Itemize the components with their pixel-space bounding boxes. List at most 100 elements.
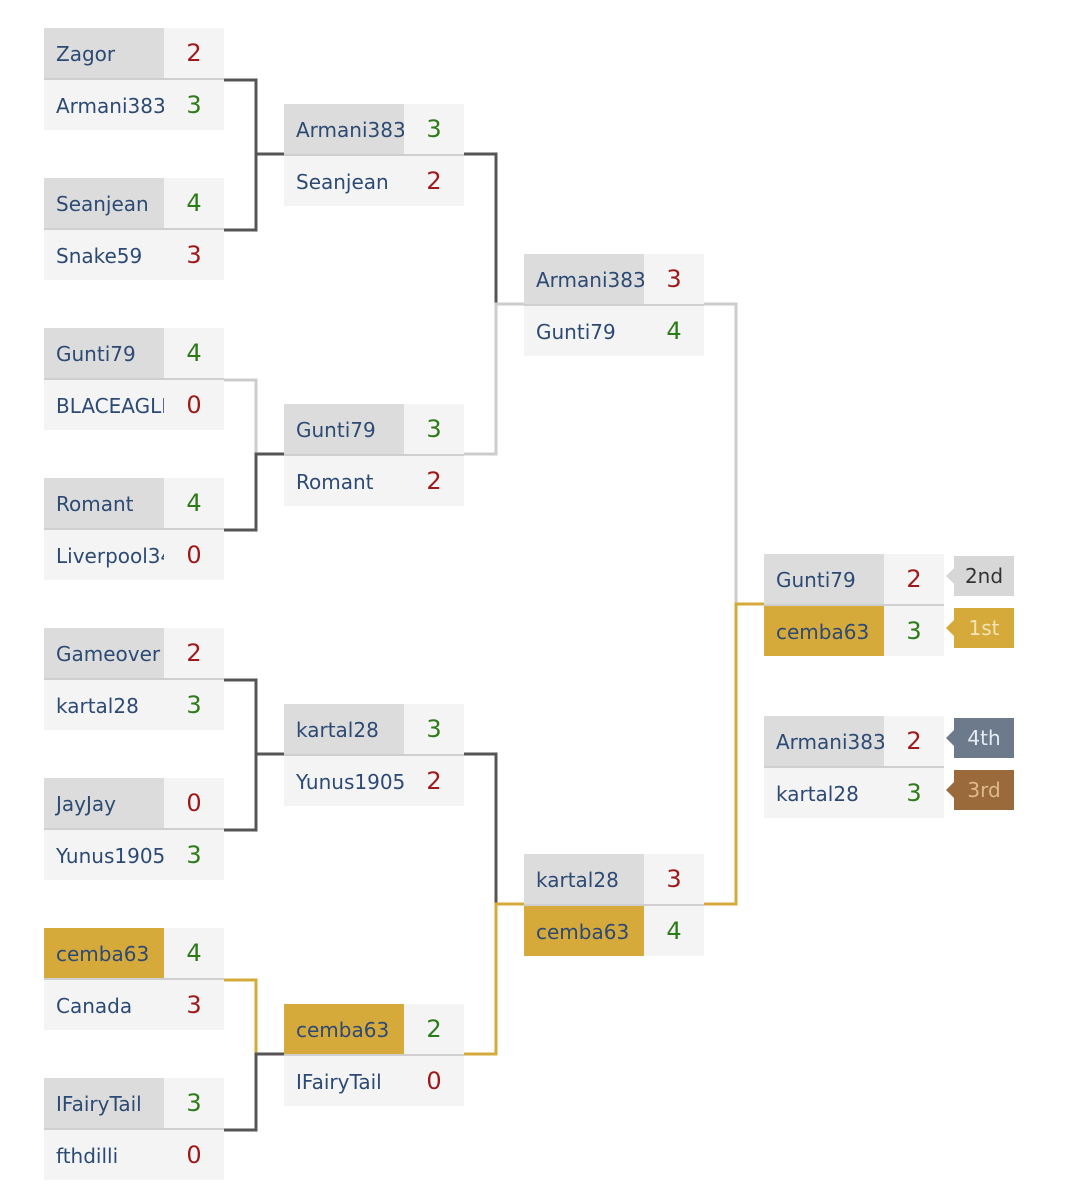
- team-score: 0: [164, 380, 224, 430]
- team-name[interactable]: Gunti79: [764, 554, 884, 604]
- team-name[interactable]: Zagor: [44, 28, 164, 78]
- team-score: 3: [164, 230, 224, 280]
- team-name[interactable]: Snake59: [44, 230, 164, 280]
- team-score: 3: [644, 254, 704, 304]
- team-name[interactable]: IFairyTail: [44, 1078, 164, 1128]
- team-name[interactable]: Canada: [44, 980, 164, 1030]
- team-name[interactable]: Seanjean: [284, 156, 404, 206]
- team-score: 3: [884, 768, 944, 818]
- connector-r2-1: [464, 152, 524, 306]
- team-name[interactable]: Yunus1905: [44, 830, 164, 880]
- team-score: 2: [404, 756, 464, 806]
- team-score: 0: [164, 1130, 224, 1180]
- team-name[interactable]: Gunti79: [524, 306, 644, 356]
- team-name[interactable]: cemba63: [764, 606, 884, 656]
- connector-r1-7: [224, 978, 284, 1056]
- team-name[interactable]: Gameover: [44, 628, 164, 678]
- team-score: 2: [164, 28, 224, 78]
- team-score: 3: [164, 830, 224, 880]
- team-name[interactable]: kartal28: [44, 680, 164, 730]
- team-name[interactable]: Romant: [284, 456, 404, 506]
- team-name[interactable]: cemba63: [44, 928, 164, 978]
- team-score: 4: [644, 306, 704, 356]
- connector-r1-4: [224, 452, 284, 532]
- team-score: 2: [404, 456, 464, 506]
- connector-r1-2: [224, 152, 284, 232]
- team-name[interactable]: cemba63: [524, 906, 644, 956]
- team-name[interactable]: kartal28: [284, 704, 404, 754]
- team-score: 4: [164, 328, 224, 378]
- team-score: 3: [164, 1078, 224, 1128]
- team-score: 4: [644, 906, 704, 956]
- team-score: 2: [884, 554, 944, 604]
- team-name[interactable]: JayJay: [44, 778, 164, 828]
- team-name[interactable]: Gunti79: [284, 404, 404, 454]
- team-score: 3: [164, 80, 224, 130]
- team-name[interactable]: Armani383: [44, 80, 164, 130]
- team-name[interactable]: Armani383: [764, 716, 884, 766]
- team-score: 3: [404, 704, 464, 754]
- team-name[interactable]: kartal28: [524, 854, 644, 904]
- team-score: 2: [884, 716, 944, 766]
- connector-r2-2: [464, 302, 524, 456]
- team-score: 4: [164, 928, 224, 978]
- team-name[interactable]: Armani383: [524, 254, 644, 304]
- team-score: 0: [164, 778, 224, 828]
- connector-r1-6: [224, 752, 284, 832]
- team-name[interactable]: Liverpool34: [44, 530, 164, 580]
- team-name[interactable]: Armani383: [284, 104, 404, 154]
- team-name[interactable]: kartal28: [764, 768, 884, 818]
- team-score: 2: [404, 1004, 464, 1054]
- team-name[interactable]: IFairyTail: [284, 1056, 404, 1106]
- connector-r2-3: [464, 752, 524, 906]
- team-score: 0: [404, 1056, 464, 1106]
- team-name[interactable]: BLACEAGLE: [44, 380, 164, 430]
- team-name[interactable]: Gunti79: [44, 328, 164, 378]
- team-score: 3: [404, 404, 464, 454]
- team-name[interactable]: Yunus1905: [284, 756, 404, 806]
- team-name[interactable]: cemba63: [284, 1004, 404, 1054]
- team-name[interactable]: Seanjean: [44, 178, 164, 228]
- team-score: 2: [164, 628, 224, 678]
- team-name[interactable]: Romant: [44, 478, 164, 528]
- place-badge-3rd: 3rd: [946, 770, 1014, 810]
- place-badge-2nd: 2nd: [946, 556, 1014, 596]
- place-badge-1st: 1st: [946, 608, 1014, 648]
- team-name[interactable]: fthdilli: [44, 1130, 164, 1180]
- connector-sf-1: [704, 302, 764, 606]
- team-score: 3: [164, 680, 224, 730]
